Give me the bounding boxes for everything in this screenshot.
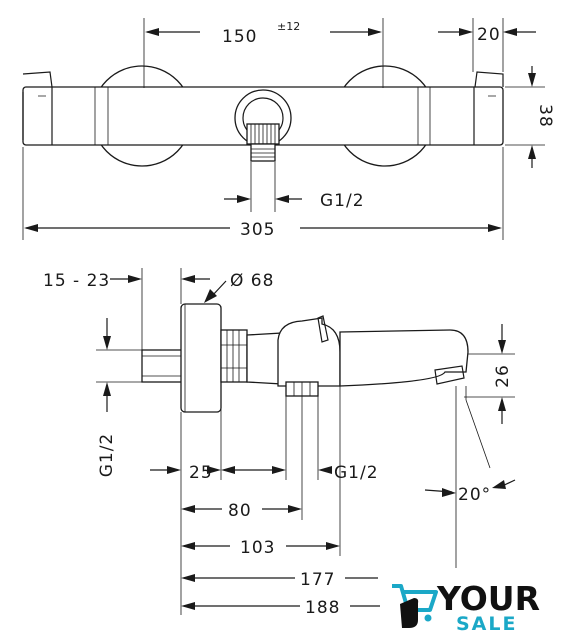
dim-e-label: 188 [305, 598, 340, 618]
knob-lever [317, 315, 329, 343]
dim-width-tolerance: ±12 [277, 20, 300, 33]
nut-ribs [250, 124, 276, 144]
spout-aerator [434, 365, 465, 385]
dim-15-23: 15 - 23 [43, 268, 210, 350]
connector-nut-lines [221, 330, 247, 382]
dim-spout-drop-label: 26 [493, 364, 513, 388]
dim-103: 103 [181, 386, 341, 558]
yoursale-logo: YOUR SALE [392, 579, 540, 635]
connector-nut [220, 329, 248, 383]
inlet-pipe-lines [142, 355, 182, 377]
right-handle [474, 71, 504, 88]
dim-height-label: 38 [535, 104, 555, 128]
thread-lines [251, 148, 275, 158]
dim-305: 305 [22, 147, 504, 240]
dim-20: 20 [438, 18, 536, 72]
left-cap-line [22, 87, 53, 145]
dim-25: 25 [150, 382, 282, 615]
dim-80: 80 [181, 396, 303, 521]
left-handle [22, 71, 53, 88]
dim-outlet-side-g12: G1/2 [272, 396, 379, 483]
dim-outlet-g12: G1/2 [224, 162, 365, 212]
outlet-thread [250, 143, 276, 162]
dim-inlet-g12: G1/2 [96, 318, 142, 477]
dim-offset-label: 15 - 23 [43, 271, 110, 291]
spout [339, 329, 469, 387]
shopping-cart-hand-icon [392, 584, 438, 628]
dim-26: 26 [464, 324, 515, 424]
bottom-nut-ribs [293, 382, 311, 396]
logo-word-bottom: SALE [456, 613, 517, 635]
top-view: 150 ±12 20 38 G1/2 [22, 18, 555, 240]
dim-diameter: Ø 68 [204, 271, 274, 303]
dim-outlet-label: G1/2 [320, 191, 365, 211]
dim-38: 38 [505, 66, 555, 168]
dim-c-label: 103 [240, 538, 275, 558]
dim-diameter-label: Ø 68 [230, 271, 274, 291]
dim-177: 177 [181, 570, 378, 590]
control-knob [277, 317, 341, 387]
rosette-side [180, 303, 222, 413]
body-segment-lines [94, 87, 431, 145]
dim-width-label: 150 [222, 27, 257, 47]
dim-188: 188 [181, 598, 380, 618]
dim-inlet-label: G1/2 [97, 433, 117, 478]
inlet-pipe [141, 349, 183, 383]
dim-side-label: 20 [477, 25, 501, 45]
logo-word-top: YOUR [436, 579, 540, 618]
side-view: 15 - 23 Ø 68 G1/2 26 [43, 268, 516, 618]
dim-angle: 20° [424, 386, 516, 568]
dim-total-label: 305 [240, 220, 275, 240]
dim-150: 150 ±12 [143, 18, 384, 88]
dim-b-label: 80 [228, 501, 252, 521]
dim-outlet-side-label: G1/2 [334, 463, 379, 483]
dim-a-label: 25 [189, 463, 213, 483]
dim-d-label: 177 [300, 570, 335, 590]
dim-angle-label: 20° [458, 485, 491, 505]
